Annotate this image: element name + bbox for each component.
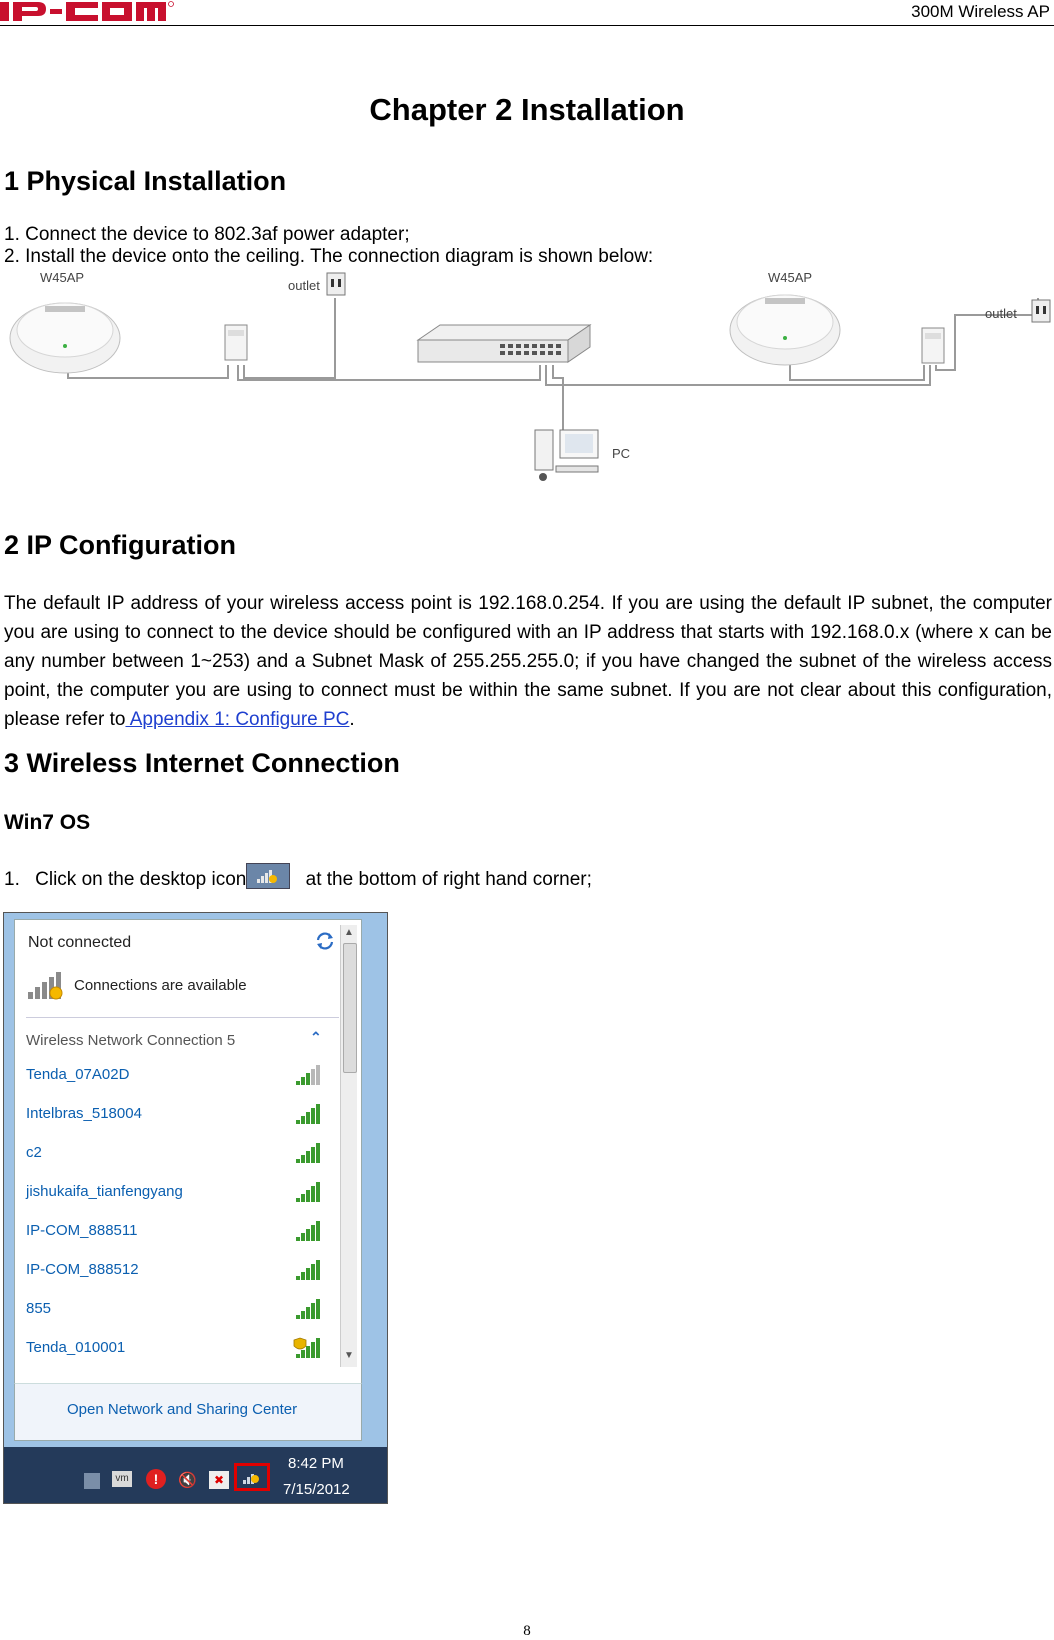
left-outlet-label: outlet	[288, 278, 320, 293]
network-ssid: IP-COM_888511	[26, 1222, 138, 1239]
right-poe-injector	[921, 327, 945, 364]
network-ssid: jishukaifa_tianfengyang	[26, 1183, 183, 1200]
right-ap-label: W45AP	[768, 270, 812, 285]
signal-strength-icon	[292, 1141, 324, 1165]
subheading-win7-os: Win7 OS	[4, 811, 91, 834]
right-access-point	[729, 294, 841, 366]
network-ssid: IP-COM_888512	[26, 1261, 139, 1278]
signal-strength-icon	[292, 1063, 324, 1087]
pc-computer	[534, 429, 599, 481]
alert-tray-icon[interactable]: !	[146, 1469, 166, 1489]
section-heading-physical-installation: 1 Physical Installation	[4, 166, 287, 196]
wireless-network-item[interactable]: c2	[26, 1139, 326, 1169]
left-ap-label: W45AP	[40, 270, 84, 285]
network-tray-icon-inline	[246, 863, 291, 889]
ip-configuration-paragraph: The default IP address of your wireless …	[4, 589, 1052, 734]
header-product-title: 300M Wireless AP	[911, 2, 1050, 21]
popup-divider	[26, 1017, 339, 1018]
signal-strength-icon	[292, 1258, 324, 1282]
win7-network-popup: Not connected Connections are available …	[3, 912, 388, 1504]
action-center-icon[interactable]: ✖	[209, 1471, 229, 1489]
scroll-down-arrow-icon[interactable]: ▼	[344, 1350, 354, 1361]
wireless-network-item[interactable]: Intelbras_518004	[26, 1100, 326, 1130]
section-heading-wireless-connection: 3 Wireless Internet Connection	[4, 748, 400, 778]
page-number: 8	[523, 1623, 531, 1639]
paragraph-period: .	[349, 709, 355, 730]
wireless-network-item[interactable]: 855	[26, 1295, 326, 1325]
step-number: 1.	[4, 869, 20, 890]
connections-available-text: Connections are available	[74, 977, 247, 994]
pc-label: PC	[612, 446, 630, 461]
left-access-point	[9, 302, 121, 374]
chapter-title: Chapter 2 Installation	[369, 92, 685, 127]
popup-scrollbar[interactable]: ▲ ▼	[340, 925, 357, 1367]
connection-diagram: W45AP outlet P	[0, 270, 1054, 506]
taskbar	[4, 1447, 387, 1503]
wireless-connection-group-label: Wireless Network Connection 5	[26, 1032, 236, 1049]
signal-strength-icon	[292, 1219, 324, 1243]
vmware-tray-icon[interactable]: vm	[112, 1471, 132, 1487]
step-text-after-icon: at the bottom of right hand corner;	[305, 869, 592, 890]
step-click-desktop-icon: 1. Click on the desktop icon at the bott…	[4, 863, 592, 891]
left-poe-injector	[224, 324, 248, 361]
connections-available-icon	[26, 970, 68, 1002]
taskbar-clock-date[interactable]: 7/15/2012	[283, 1481, 350, 1498]
volume-muted-icon[interactable]: 🔇	[178, 1472, 197, 1489]
step-connect-adapter: 1. Connect the device to 802.3af power a…	[4, 224, 410, 245]
highlighted-network-tray-icon[interactable]	[234, 1463, 270, 1491]
header-divider	[0, 25, 1054, 26]
ip-configuration-text: The default IP address of your wireless …	[4, 593, 1052, 730]
network-switch	[416, 324, 592, 363]
appendix-1-configure-pc-link[interactable]: Appendix 1: Configure PC	[125, 709, 350, 730]
scroll-up-arrow-icon[interactable]: ▲	[344, 927, 354, 938]
signal-strength-icon	[292, 1297, 324, 1321]
network-ssid: Intelbras_518004	[26, 1105, 142, 1122]
open-network-sharing-center-link[interactable]: Open Network and Sharing Center	[67, 1401, 298, 1418]
network-ssid: Tenda_010001	[26, 1339, 126, 1356]
network-ssid: Tenda_07A02D	[26, 1066, 130, 1083]
refresh-icon[interactable]	[314, 930, 336, 952]
wireless-network-item[interactable]: Tenda_010001	[26, 1334, 326, 1364]
collapse-chevron-icon[interactable]: ⌃	[310, 1029, 322, 1045]
right-outlet-icon	[1031, 299, 1051, 323]
taskbar-clock-time[interactable]: 8:42 PM	[288, 1455, 344, 1472]
signal-strength-icon	[292, 1102, 324, 1126]
wireless-network-item[interactable]: Tenda_07A02D	[26, 1061, 326, 1091]
wireless-network-item[interactable]: IP-COM_888511	[26, 1217, 326, 1247]
network-ssid: 855	[26, 1300, 52, 1317]
popup-footer	[14, 1383, 362, 1441]
connection-status: Not connected	[28, 934, 132, 951]
right-outlet-label: outlet	[985, 306, 1017, 321]
security-tray-icon[interactable]	[84, 1473, 100, 1489]
left-outlet-icon	[326, 272, 346, 296]
ip-com-logo	[0, 0, 175, 24]
scrollbar-thumb[interactable]	[343, 943, 357, 1073]
wireless-network-item[interactable]: jishukaifa_tianfengyang	[26, 1178, 326, 1208]
signal-strength-icon	[292, 1180, 324, 1204]
step-install-ceiling: 2. Install the device onto the ceiling. …	[4, 246, 654, 267]
signal-strength-icon	[292, 1336, 324, 1360]
network-ssid: c2	[26, 1144, 42, 1161]
section-heading-ip-configuration: 2 IP Configuration	[4, 530, 237, 560]
step-text-before-icon: Click on the desktop icon	[35, 869, 247, 890]
wireless-network-item[interactable]: IP-COM_888512	[26, 1256, 326, 1286]
